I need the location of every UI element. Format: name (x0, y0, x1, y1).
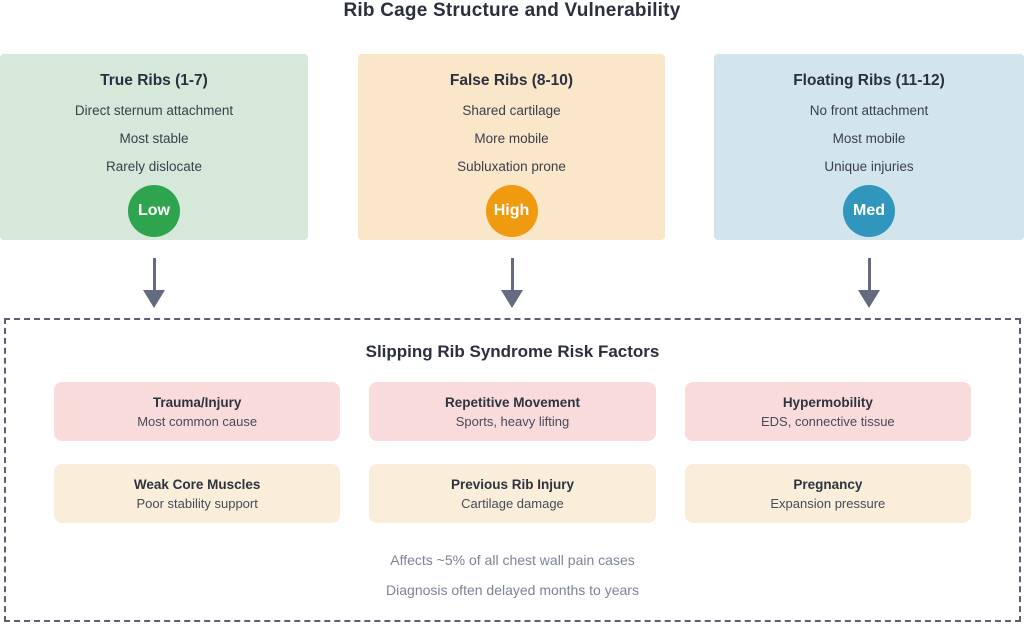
risk-factors-title: Slipping Rib Syndrome Risk Factors (365, 342, 660, 361)
risk-factor-title: Hypermobility (782, 394, 873, 410)
risk-factor-title: Trauma/Injury (152, 394, 242, 410)
arrow-shaft (511, 258, 514, 292)
true-ribs-line: Most stable (119, 131, 189, 146)
risk-factor-subtitle: EDS, connective tissue (760, 413, 895, 429)
down-arrow-icon (501, 258, 523, 308)
risk-factor-title: Pregnancy (793, 476, 863, 492)
arrow-shaft (868, 258, 871, 292)
risk-level-badge-high: High (485, 185, 538, 237)
false-ribs-line: Subluxation prone (457, 159, 566, 174)
risk-factor-subtitle: Sports, heavy lifting (455, 413, 570, 429)
false-ribs-card: False Ribs (8-10) Shared cartilage More … (358, 54, 665, 240)
floating-ribs-line: No front attachment (809, 103, 929, 118)
risk-factor-trauma: Trauma/Injury Most common cause (54, 382, 341, 441)
false-ribs-line: More mobile (474, 131, 549, 146)
arrow-shaft (153, 258, 156, 292)
true-ribs-line: Rarely dislocate (105, 159, 203, 174)
false-ribs-title: False Ribs (8-10) (449, 72, 574, 89)
risk-factor-title: Previous Rib Injury (450, 476, 574, 492)
page-title: Rib Cage Structure and Vulnerability (343, 0, 681, 21)
down-arrow-icon (143, 258, 165, 308)
risk-factor-repetitive-movement: Repetitive Movement Sports, heavy liftin… (369, 382, 656, 441)
arrow-head (501, 290, 523, 308)
risk-level-badge-med: Med (843, 185, 895, 237)
risk-factor-weak-core: Weak Core Muscles Poor stability support (54, 464, 341, 523)
true-ribs-title: True Ribs (1-7) (100, 72, 208, 89)
risk-factor-previous-injury: Previous Rib Injury Cartilage damage (369, 464, 656, 523)
down-arrow-icon (858, 258, 880, 308)
floating-ribs-card: Floating Ribs (11-12) No front attachmen… (714, 54, 1024, 240)
risk-factor-hypermobility: Hypermobility EDS, connective tissue (684, 382, 971, 441)
risk-factor-subtitle: Most common cause (137, 413, 258, 429)
risk-level-badge-low: Low (128, 185, 180, 237)
false-ribs-line: Shared cartilage (462, 103, 561, 118)
risk-factor-subtitle: Expansion pressure (770, 495, 886, 511)
prevalence-note: Affects ~5% of all chest wall pain cases (390, 552, 635, 568)
true-ribs-card: True Ribs (1-7) Direct sternum attachmen… (0, 54, 308, 240)
risk-factor-title: Repetitive Movement (444, 394, 581, 410)
risk-factors-panel: Slipping Rib Syndrome Risk Factors Traum… (4, 318, 1021, 622)
risk-factor-pregnancy: Pregnancy Expansion pressure (684, 464, 971, 523)
floating-ribs-line: Unique injuries (824, 159, 914, 174)
risk-factor-title: Weak Core Muscles (133, 476, 261, 492)
floating-ribs-line: Most mobile (832, 131, 906, 146)
risk-factor-subtitle: Poor stability support (136, 495, 258, 511)
floating-ribs-title: Floating Ribs (11-12) (793, 72, 945, 89)
arrow-head (143, 290, 165, 308)
arrow-head (858, 290, 880, 308)
risk-factors-grid: Trauma/Injury Most common cause Repetiti… (54, 382, 971, 523)
diagnosis-note: Diagnosis often delayed months to years (386, 582, 639, 598)
true-ribs-line: Direct sternum attachment (74, 103, 234, 118)
risk-factor-subtitle: Cartilage damage (461, 495, 564, 511)
